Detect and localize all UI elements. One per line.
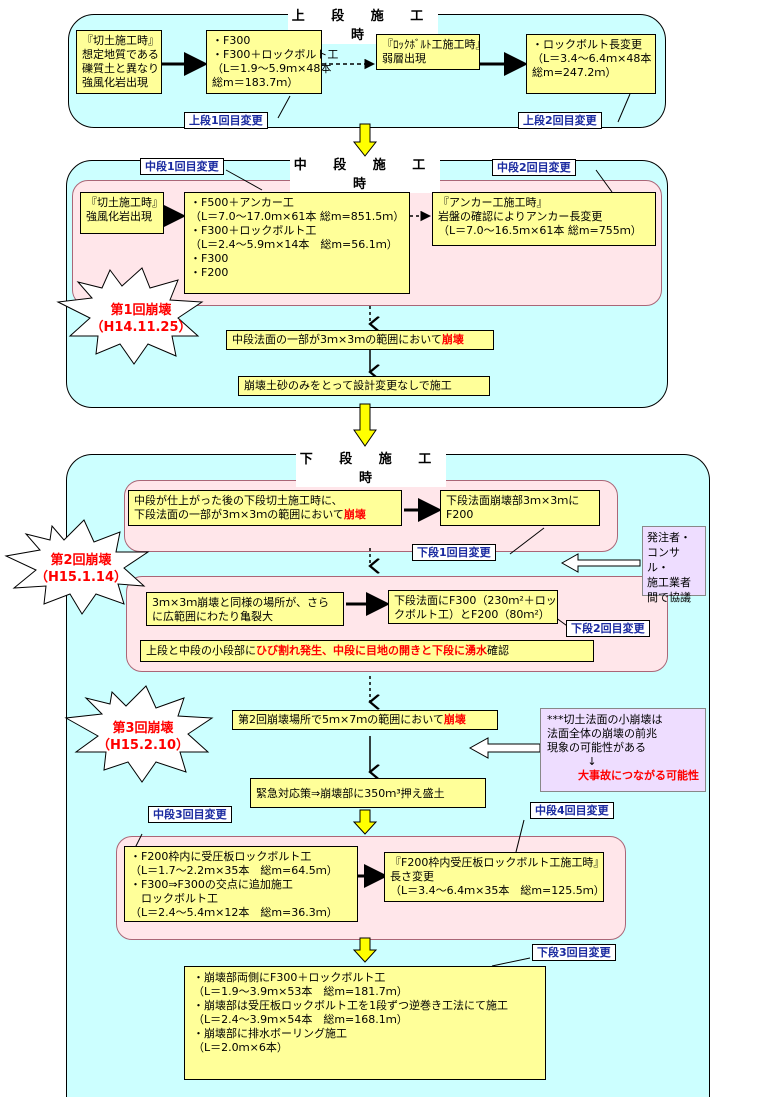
lower-crack-box: 3ｍ×3ｍ崩壊と同様の場所が、さらに広範囲にわたり亀裂大 — [146, 592, 344, 626]
burst-1-shape — [56, 267, 204, 365]
burst-2-shape — [4, 519, 150, 615]
middle-remove-box: 崩壊土砂のみをとって設計変更なしで施工 — [238, 376, 490, 396]
middle-revision-4: 中段4回目変更 — [530, 802, 614, 819]
upper-f300-box: ・F300・F300＋ロックボルト工 （L＝1.9～5.9ｍ×48本総m＝183… — [206, 30, 338, 94]
middle-phase-title: 中 段 施 工 時 — [290, 153, 440, 193]
burst-3-shape — [64, 685, 214, 783]
lower-phase-title: 下 段 施 工 時 — [296, 447, 446, 487]
burst-1-label: 第1回崩壊（H14.11.25） — [90, 303, 192, 335]
middle-revision-3: 中段3回目変更 — [148, 806, 232, 823]
middle-anchor-box: ・F500＋アンカー工（L＝7.0～17.0ｍ×61本 総m=851.5ｍ） ・… — [184, 192, 410, 294]
burst-2-label: 第2回崩壊（H15.1.14） — [35, 553, 127, 585]
lower-first-collapse-box: 中段が仕上がった後の下段切土施工時に、 下段法面の一部が3ｍ×3ｍの範囲において… — [128, 490, 402, 526]
upper-revision-1: 上段1回目変更 — [184, 112, 268, 129]
upper-revision-2: 上段2回目変更 — [518, 112, 602, 129]
middle-pressure-length-box: 『F200枠内受圧板ロックボルト工施工時』長さ変更 （L＝3.4～6.4ｍ×35… — [384, 852, 605, 902]
flow-arrow-final — [352, 937, 378, 963]
side-arrow-2 — [468, 737, 541, 759]
upper-rockbolt-box: 『ﾛｯｸﾎﾞﾙﾄ工施工時』弱層出現 — [376, 34, 487, 70]
lower-final-box: ・崩壊部両側にF300＋ロックボルト工（L＝1.9～3.9ｍ×53本 総m=18… — [184, 966, 546, 1080]
middle-cut-box: 『切土施工時』強風化岩出現 — [80, 192, 164, 234]
middle-anchor-length-box: 『アンカー工施工時』岩盤の確認によりアンカー長変更 （L＝7.0～16.5ｍ×6… — [432, 192, 656, 246]
upper-cut-box: 『切土施工時』想定地質である 礫質土と異なり強風化岩出現 — [76, 30, 162, 94]
lower-revision-3: 下段3回目変更 — [532, 944, 616, 961]
middle-collapse-box: 中段法面の一部が3ｍ×3ｍの範囲において崩壊 — [226, 330, 494, 350]
emergency-measure-box: 緊急対応策⇒崩壊部に350ｍ³押え盛土 — [250, 778, 486, 808]
upper-length-box: ・ロックボルト長変更（L＝3.4～6.4ｍ×48本 総m=247.2ｍ） — [526, 34, 656, 94]
side-arrow-1 — [560, 553, 641, 573]
lower-third-collapse-box: 第2回崩壊場所で5ｍ×7ｍの範囲において崩壊 — [232, 710, 498, 730]
middle-pressure-plate-box: ・F200枠内に受圧板ロックボルト工（L＝1.7～2.2ｍ×35本 総m=64.… — [124, 846, 358, 922]
flow-arrow-middle-lower — [353, 403, 377, 447]
consultation-note: 発注者・ コンサル・ 施工業者 間で協議 — [642, 526, 706, 604]
lower-revision-2: 下段2回目変更 — [566, 620, 650, 637]
flow-arrow-emergency — [352, 809, 378, 835]
warning-note: ***切土法面の小崩壊は 法面全体の崩壊の前兆 現象の可能性がある ↓ 大事故に… — [540, 708, 706, 792]
lower-observation-box: 上段と中段の小段部にひび割れ発生、中段に目地の開きと下段に湧水確認 — [140, 640, 594, 662]
burst-3-label: 第3回崩壊（H15.2.10） — [97, 721, 189, 753]
middle-revision-2: 中段2回目変更 — [492, 159, 576, 176]
flow-arrow-upper-middle — [352, 123, 378, 157]
lower-revision-1: 下段1回目変更 — [412, 544, 496, 561]
middle-revision-1: 中段1回目変更 — [140, 158, 224, 175]
lower-f300-box: 下段法面にF300（230ｍ²＋ロックボルト工）とF200（80ｍ²） — [388, 590, 558, 624]
